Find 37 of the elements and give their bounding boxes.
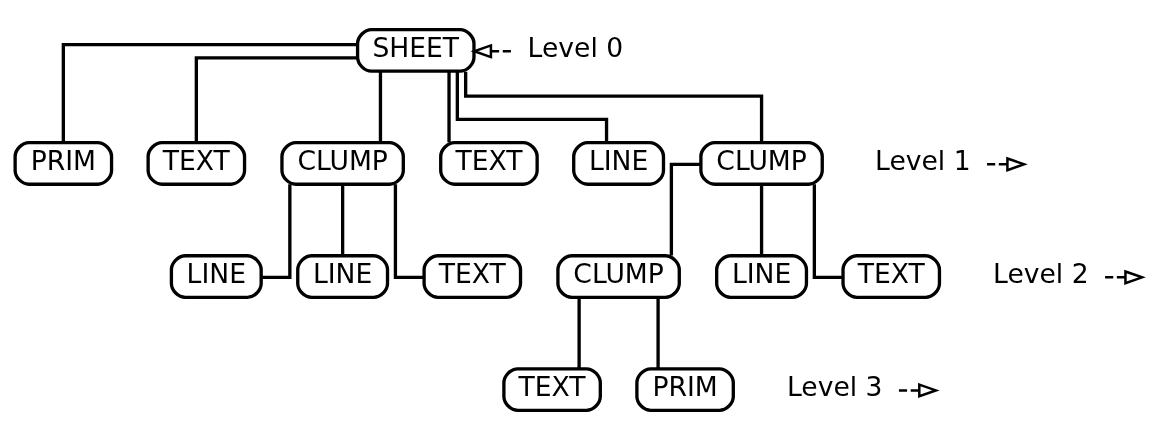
arrow [470, 43, 511, 59]
node-box: SHEET [355, 28, 476, 73]
connector [812, 184, 843, 279]
node-box: TEXT [502, 367, 602, 412]
connector [464, 71, 764, 143]
node-box: LINE [715, 254, 809, 299]
node-box: CLUMP [556, 254, 681, 299]
node-box: CLUMP [699, 141, 824, 186]
arrow [1105, 269, 1146, 285]
node-box: LINE [296, 254, 390, 299]
connector [61, 42, 358, 143]
connector [340, 184, 345, 256]
connector [447, 71, 451, 143]
node-text: Level 2 [993, 257, 1089, 289]
node-box: TEXT [422, 254, 523, 299]
node-box: LINE [169, 254, 263, 299]
node-box: PRIM [13, 141, 114, 186]
connector [194, 56, 358, 143]
node-text: Level 3 [786, 370, 883, 402]
connector [455, 71, 609, 143]
node-box: TEXT [841, 254, 942, 299]
connector [378, 71, 383, 143]
arrow [898, 382, 940, 398]
connector [656, 297, 660, 369]
connector [393, 184, 425, 279]
connector [577, 297, 581, 369]
node-box: TEXT [146, 141, 247, 186]
node-text: Level 0 [527, 31, 624, 63]
node-box: LINE [572, 141, 666, 186]
node-box: TEXT [439, 141, 539, 186]
node-text: Level 1 [875, 144, 971, 176]
node-box: CLUMP [280, 141, 405, 186]
node-box: PRIM [635, 367, 735, 412]
arrow [987, 156, 1028, 172]
connector [759, 184, 764, 256]
connector [261, 184, 292, 279]
connector [669, 162, 701, 256]
